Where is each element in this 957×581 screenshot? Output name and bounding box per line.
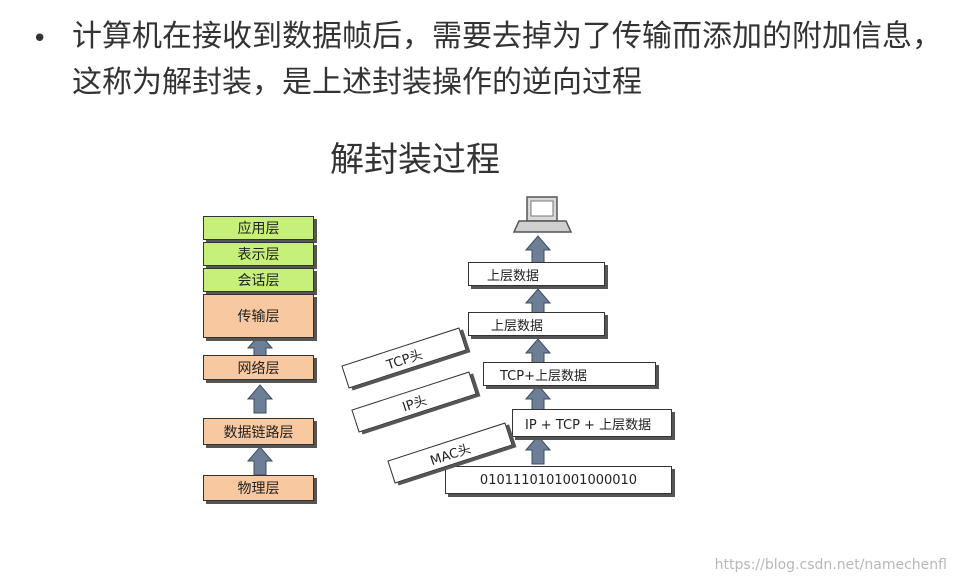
layer-presentation: 表示层 [203, 242, 314, 266]
diagram-title: 解封装过程 [330, 140, 500, 180]
upper-data-label: 上层数据 [491, 318, 544, 334]
layer-transport: 传输层 [203, 294, 314, 338]
up-arrow-icon [525, 235, 551, 265]
bits-box: 0101110101001000010 [445, 466, 672, 494]
bits-label: 0101110101001000010 [479, 472, 638, 488]
top-data-label: 上层数据 [487, 268, 540, 284]
ip-tcp-data-box: IP + TCP + 上层数据 [512, 409, 672, 437]
layer-physical: 物理层 [203, 475, 314, 501]
up-arrow-icon [247, 384, 273, 414]
computer-icon [512, 196, 573, 233]
layer-datalink: 数据链路层 [203, 418, 314, 445]
layer-session: 会话层 [203, 268, 314, 292]
ip-tcp-data-label: IP + TCP + 上层数据 [525, 417, 652, 433]
ip-header-label: IP头 [400, 392, 429, 415]
upper-data-box: 上层数据 [468, 312, 605, 336]
tcp-data-box: TCP+上层数据 [483, 362, 656, 386]
tcp-data-label: TCP+上层数据 [500, 368, 587, 384]
top-data-box: 上层数据 [468, 262, 605, 286]
intro-text: 计算机在接收到数据帧后，需要去掉为了传输而添加的附加信息，这称为解封装，是上述封… [72, 19, 942, 100]
watermark-text: https://blog.csdn.net/namechenfl [714, 557, 947, 573]
layer-network: 网络层 [203, 355, 314, 380]
bullet-icon: • [32, 24, 48, 54]
up-arrow-icon [247, 446, 273, 476]
layer-application: 应用层 [203, 216, 314, 240]
up-arrow-icon [525, 435, 551, 465]
